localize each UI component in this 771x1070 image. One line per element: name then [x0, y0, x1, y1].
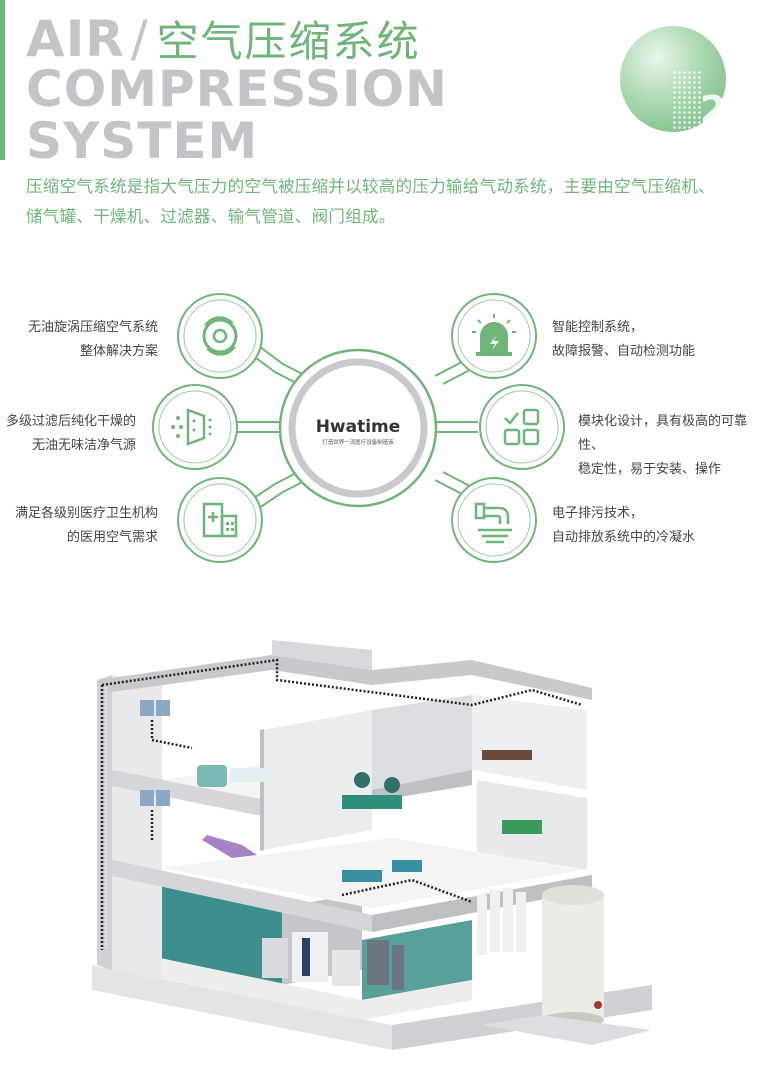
brand-logo: Hwatime: [316, 417, 401, 437]
feature-left-2: 多级过滤后纯化干燥的无油无味洁净气源: [5, 414, 136, 453]
page-title-line2: COMPRESSION: [26, 60, 448, 118]
feature-diagram: Hwatime 打造世界一流医疗设备制造商: [152, 293, 565, 563]
hospital-building-illustration: [92, 640, 652, 1050]
drain-icon: [451, 477, 537, 563]
brand-circle: Hwatime 打造世界一流医疗设备制造商: [278, 348, 438, 508]
accent-bar: [0, 0, 5, 160]
scroll-compressor-icon: [177, 293, 263, 379]
feature-right-1: 智能控制系统，故障报警、自动检测功能: [552, 320, 696, 359]
page-title-line1: AIR/空气压缩系统: [26, 10, 421, 68]
feature-left-3: 满足各级别医疗卫生机构的医用空气需求: [14, 506, 158, 545]
brand-slogan: 打造世界一流医疗设备制造商: [322, 438, 394, 446]
hospital-icon: [177, 477, 263, 563]
feature-right-2: 模块化设计，具有极高的可靠性、稳定性，易于安装、操作: [578, 414, 748, 477]
feature-right-3: 电子排污技术，自动排放系统中的冷凝水: [552, 506, 696, 545]
feature-left-1: 无油旋涡压缩空气系统整体解决方案: [27, 320, 158, 359]
dot-pattern: [672, 70, 702, 130]
page-title-line3: SYSTEM: [26, 112, 259, 170]
intro-text: 压缩空气系统是指大气压力的空气被压缩并以较高的压力输给气动系统，主要由空气压缩机…: [26, 177, 715, 226]
page-number: 2: [700, 88, 727, 132]
modules-icon: [479, 384, 565, 470]
filter-icon: [152, 384, 238, 470]
air-pipeline: [100, 658, 583, 950]
alarm-icon: [451, 293, 537, 379]
